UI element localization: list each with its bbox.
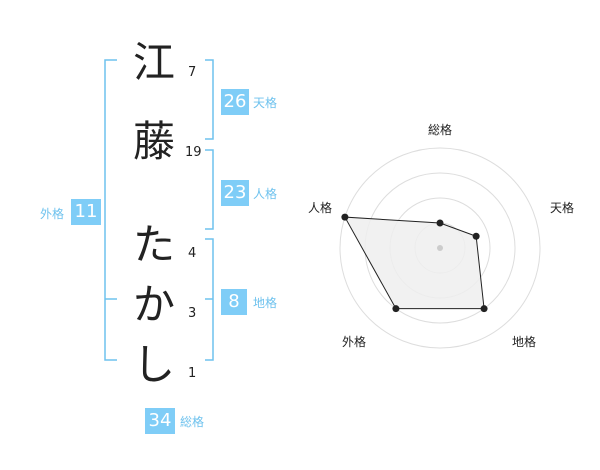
jinkaku-label: 人格 bbox=[253, 187, 278, 201]
radar-axis-label-chikaku: 地格 bbox=[512, 335, 537, 349]
jinkaku-value: 23 bbox=[221, 180, 249, 206]
stroke-count-3: 4 bbox=[188, 246, 197, 261]
tenkaku-label: 天格 bbox=[253, 96, 278, 110]
stroke-count-5: 1 bbox=[188, 366, 197, 381]
radar-axis-label-jinkaku: 人格 bbox=[308, 201, 333, 215]
name-char-5: し bbox=[132, 340, 175, 389]
name-char-4: か bbox=[132, 280, 175, 329]
radar-point-1 bbox=[436, 219, 444, 227]
radar-axis-label-tenkaku: 天格 bbox=[550, 201, 575, 215]
gaikaku-value: 11 bbox=[71, 199, 101, 225]
radar-center-dot bbox=[437, 245, 443, 251]
soukaku-value: 34 bbox=[145, 408, 175, 434]
soukaku-label: 総格 bbox=[180, 415, 205, 429]
tenkaku-value: 26 bbox=[221, 89, 249, 115]
chikaku-label: 地格 bbox=[253, 296, 278, 310]
jinkaku-bracket bbox=[205, 149, 214, 230]
name-char-3: た bbox=[132, 220, 175, 269]
stroke-count-1: 7 bbox=[188, 65, 197, 80]
gaikaku-bracket bbox=[104, 59, 117, 361]
name-char-1: 江 bbox=[132, 38, 175, 87]
stroke-count-4: 3 bbox=[188, 306, 197, 321]
radar-point-5 bbox=[341, 213, 349, 221]
radar-point-3 bbox=[480, 305, 488, 313]
radar-series-area bbox=[344, 216, 485, 310]
tenkaku-bracket bbox=[205, 59, 214, 140]
radar-axis-label-soukaku: 総格 bbox=[428, 123, 453, 137]
radar-point-2 bbox=[472, 232, 480, 240]
radar-point-4 bbox=[392, 305, 400, 313]
name-char-2: 藤 bbox=[132, 117, 175, 166]
radar-axis-label-gaikaku: 外格 bbox=[342, 335, 367, 349]
radar-chart bbox=[339, 147, 541, 349]
gaikaku-label: 外格 bbox=[40, 207, 65, 221]
radar-ring-4 bbox=[339, 147, 541, 349]
stroke-count-2: 19 bbox=[185, 145, 202, 160]
chikaku-value: 8 bbox=[221, 289, 247, 315]
